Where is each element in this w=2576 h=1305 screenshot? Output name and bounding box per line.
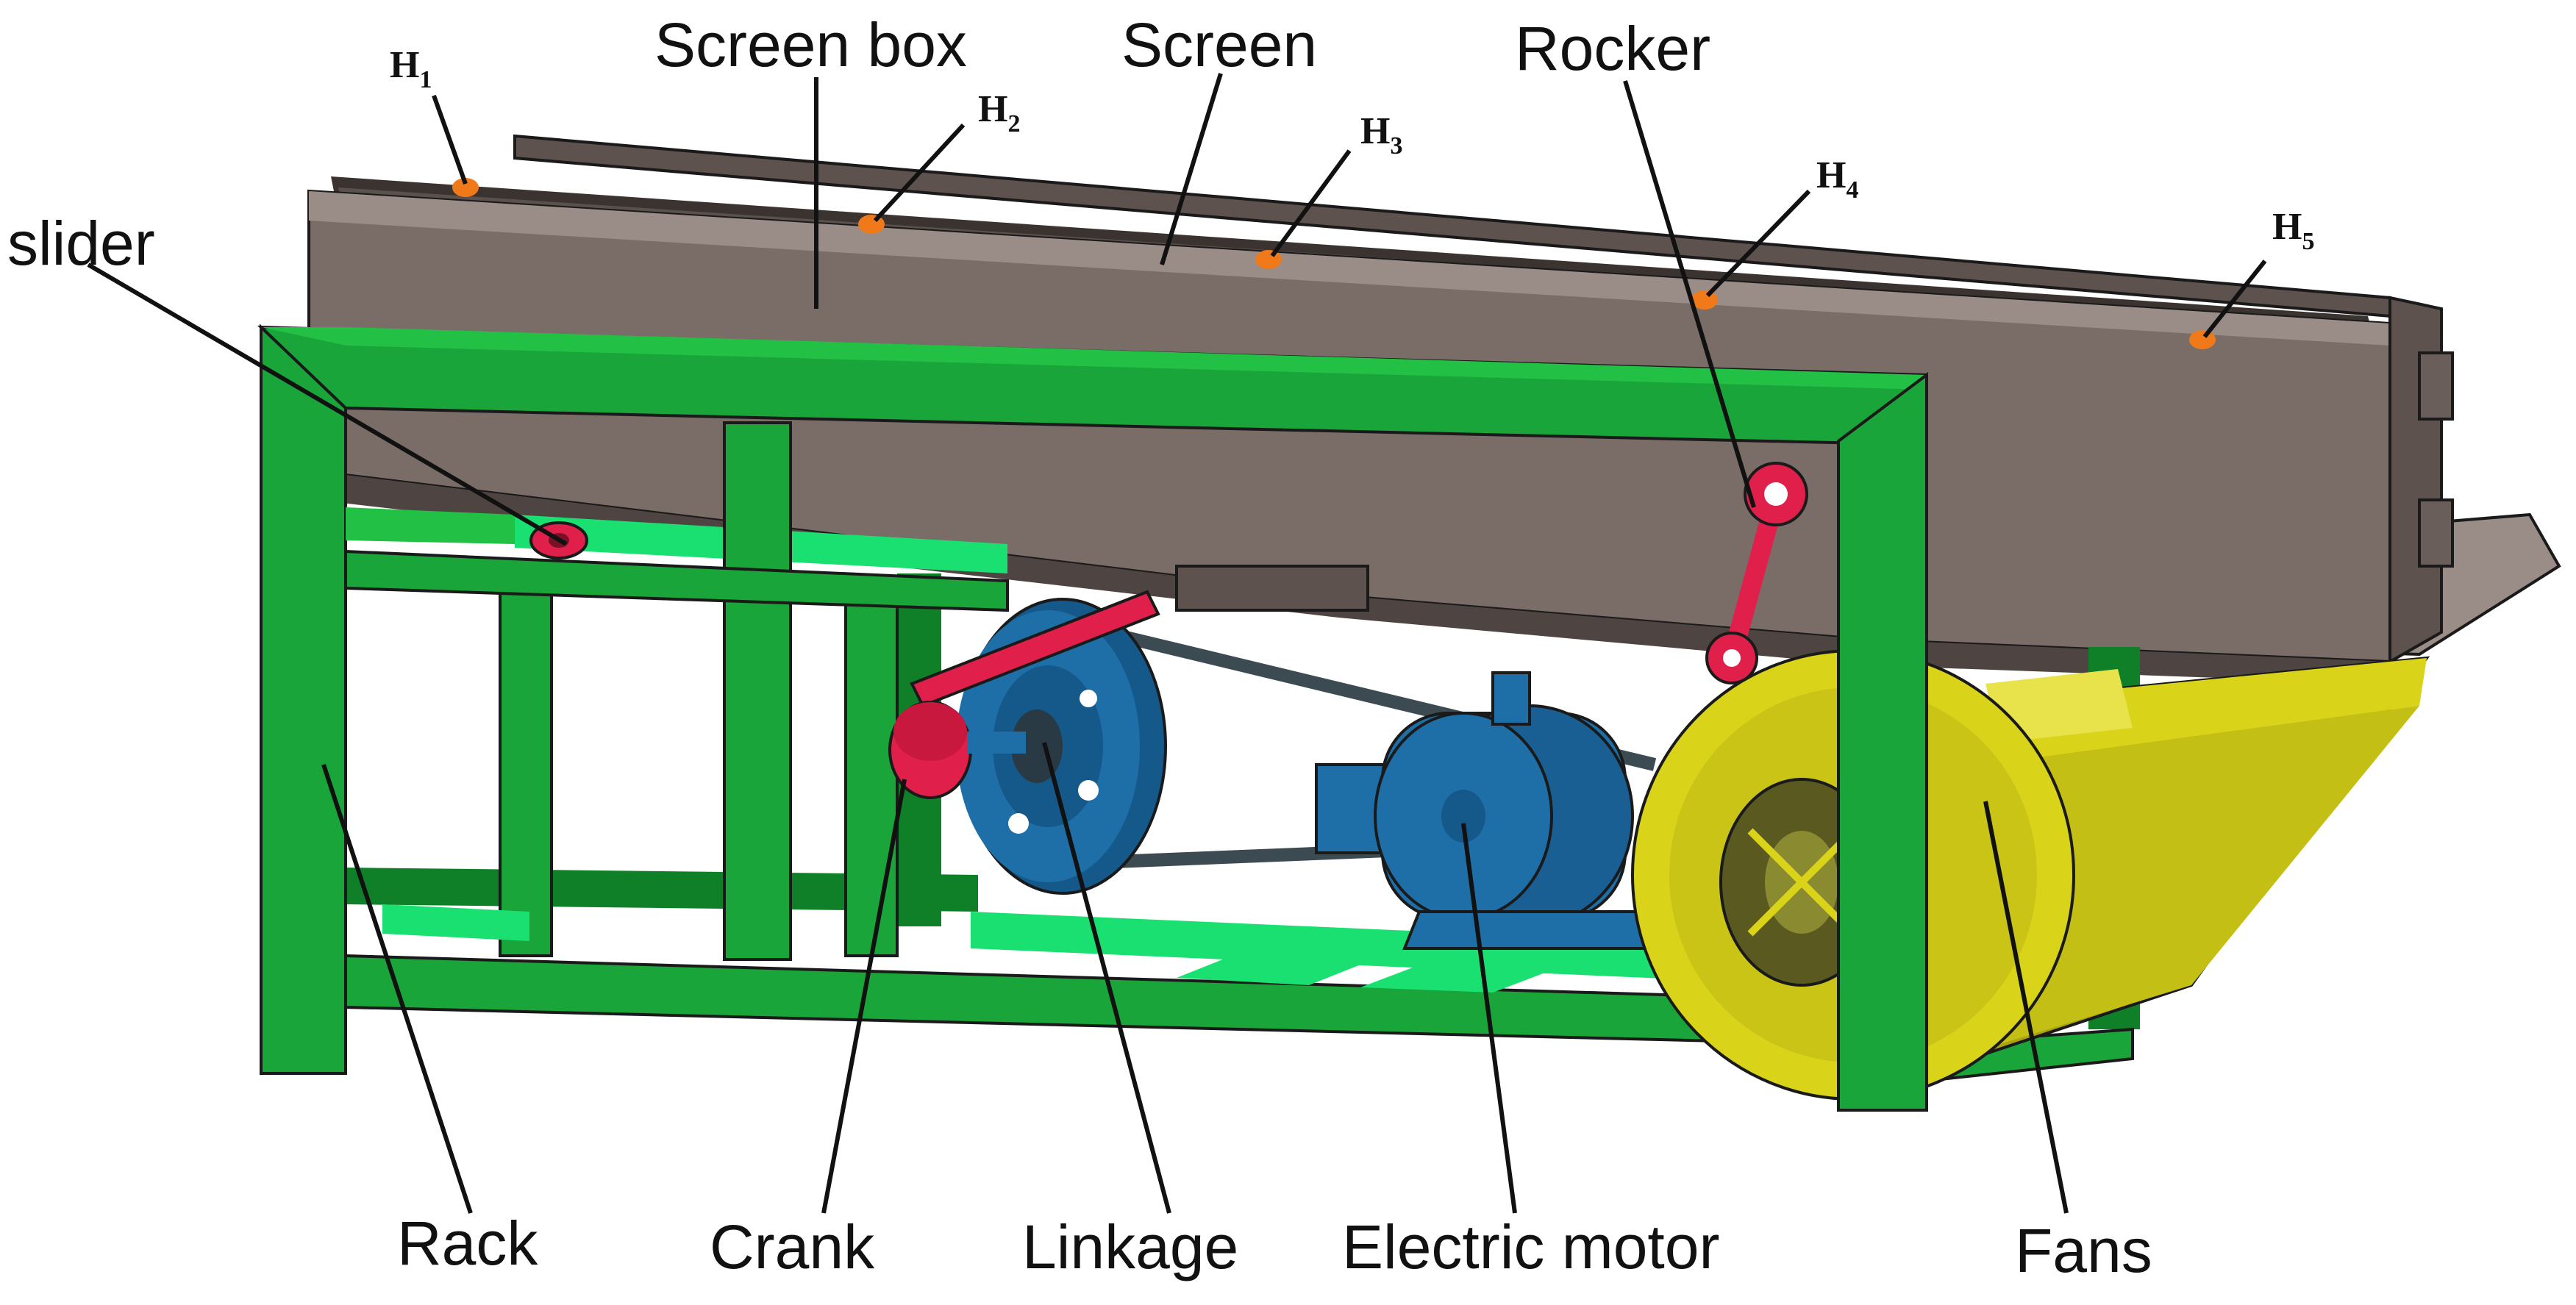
leader-lines [87, 73, 2267, 1214]
label-h1: H1 [390, 44, 432, 93]
label-crank: Crank [710, 1212, 875, 1281]
label-electric-motor: Electric motor [1342, 1212, 1719, 1281]
electric-motor [1315, 671, 1665, 950]
crank-mechanism [888, 590, 1160, 799]
label-h3: H3 [1360, 110, 1402, 160]
rack-front-right-leg [1837, 372, 1928, 1112]
label-slider: slider [7, 209, 155, 278]
label-rocker: Rocker [1515, 14, 1710, 83]
label-fans: Fans [2015, 1216, 2152, 1285]
label-h2: H2 [978, 88, 1020, 137]
label-linkage: Linkage [1022, 1212, 1238, 1281]
label-screen-box: Screen box [654, 10, 967, 79]
measure-point-h4 [1691, 290, 1718, 310]
measure-point-h1 [452, 178, 479, 197]
label-h4: H4 [1816, 154, 1858, 204]
measure-points [452, 178, 2216, 349]
rocker-part [1705, 462, 1808, 684]
measure-point-h3 [1255, 250, 1282, 269]
measure-point-h5 [2189, 330, 2216, 349]
label-h5: H5 [2272, 206, 2314, 255]
label-rack: Rack [397, 1209, 538, 1278]
label-screen: Screen [1121, 10, 1317, 79]
